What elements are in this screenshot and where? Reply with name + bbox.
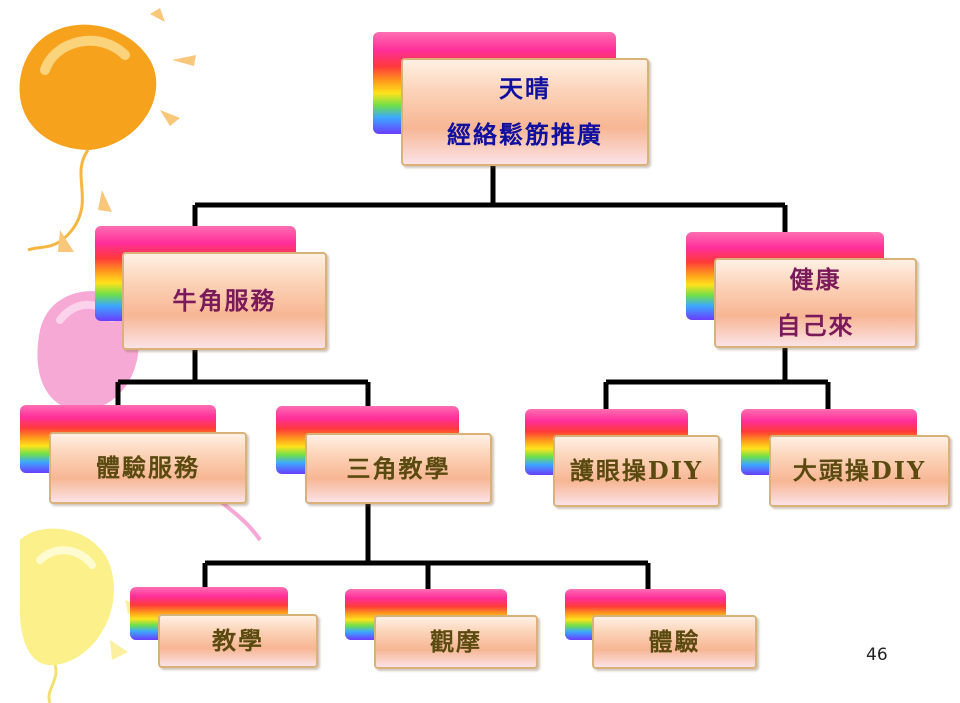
bottom-child-2-label: 觀摩 [430, 627, 482, 657]
right-child-2-label: 大頭操DIY [792, 456, 927, 486]
yellow-balloon-icon [19, 528, 142, 703]
connector-root [192, 163, 788, 258]
sun-balloon-icon [19, 8, 196, 252]
bottom-child-1-label: 教學 [212, 626, 264, 656]
left-child-2-label: 三角教學 [346, 453, 451, 483]
bottom-child-3-label: 體驗 [648, 627, 701, 657]
right-line2: 自己來 [776, 311, 855, 340]
connector-bottom [202, 497, 651, 590]
root-line1: 天晴 [499, 74, 551, 104]
connector-left [115, 348, 371, 432]
page-number: 46 [866, 645, 888, 665]
right-child-1-label: 護眼操DIY [569, 456, 704, 486]
right-line1: 健康 [789, 265, 842, 295]
root-line2: 經絡鬆筋推廣 [447, 120, 603, 149]
left-child-1-label: 體驗服務 [96, 453, 200, 483]
left-label: 牛角服務 [172, 286, 277, 316]
connector-right [603, 346, 831, 435]
